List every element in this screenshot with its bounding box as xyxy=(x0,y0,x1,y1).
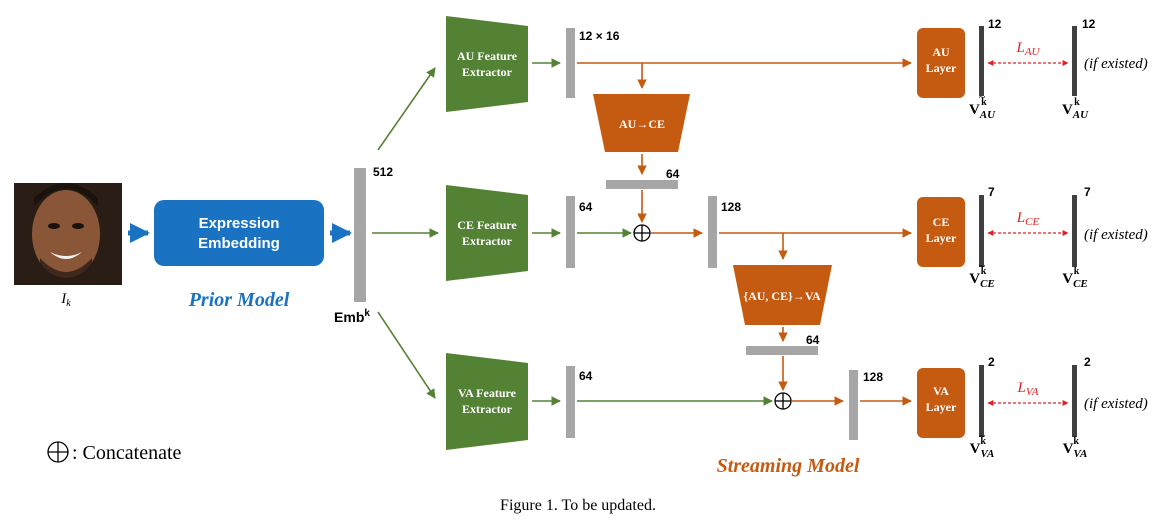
au-ground-truth-label: VAUk xyxy=(1062,97,1089,121)
ce-extractor-label-2: Extractor xyxy=(462,234,513,248)
ce-tilde: ~ xyxy=(979,259,986,273)
va-concat-vector xyxy=(849,370,858,440)
ce-layer xyxy=(917,197,965,267)
au-ground-truth-dim: 12 xyxy=(1082,17,1096,31)
auce-va-mapper xyxy=(733,265,832,325)
auce-va-mapped-vector xyxy=(746,346,818,355)
input-face-image xyxy=(14,183,122,285)
au-if-existed-note: (if existed) xyxy=(1084,56,1148,72)
au-feature-extractor xyxy=(446,16,528,112)
va-loss-label: LVA xyxy=(1017,380,1039,398)
ce-concat-dim: 128 xyxy=(721,200,741,214)
ce-extractor-label-1: CE Feature xyxy=(457,218,517,232)
au-prediction-dim: 12 xyxy=(988,17,1002,31)
emb-to-au-arrow xyxy=(377,67,436,151)
au-layer xyxy=(917,28,965,98)
ce-ground-truth-dim: 7 xyxy=(1084,185,1091,199)
ce-layer-label-2: Layer xyxy=(926,231,957,245)
va-prediction-vector xyxy=(979,365,984,437)
au-ce-mapped-vector xyxy=(606,180,678,189)
va-feature-dim: 64 xyxy=(579,369,593,383)
ce-layer-label-1: CE xyxy=(933,215,950,229)
au-layer-label-1: AU xyxy=(932,45,950,59)
va-layer xyxy=(917,368,965,438)
va-feature-extractor xyxy=(446,353,528,450)
va-ground-truth-label: VVAk xyxy=(1063,436,1088,460)
va-extractor-label-1: VA Feature xyxy=(458,386,517,400)
au-ground-truth-vector xyxy=(1072,26,1077,96)
ce-prediction-vector xyxy=(979,195,984,267)
va-ground-truth-vector xyxy=(1072,365,1077,437)
concat-legend: : Concatenate xyxy=(47,441,182,464)
ce-feature-extractor xyxy=(446,185,528,281)
au-prediction-label: VAUk xyxy=(969,97,996,121)
concat-legend-text: : Concatenate xyxy=(72,442,182,464)
concat-legend-icon xyxy=(47,441,69,463)
va-layer-label-1: VA xyxy=(933,384,949,398)
ce-prediction-label: VCEk xyxy=(969,266,995,290)
embedding-vector xyxy=(354,168,366,302)
va-prediction-dim: 2 xyxy=(988,355,995,369)
va-tilde: ~ xyxy=(979,429,986,443)
embedding-label: Embk xyxy=(334,308,370,325)
auce-va-mapped-dim: 64 xyxy=(806,333,820,347)
ce-prediction-dim: 7 xyxy=(988,185,995,199)
au-tilde: ~ xyxy=(979,90,986,104)
au-extractor-label-1: AU Feature xyxy=(457,49,518,63)
va-concat-dim: 128 xyxy=(863,370,883,384)
ce-loss-label: LCE xyxy=(1016,210,1040,228)
ce-concat-icon xyxy=(633,224,651,242)
ce-ground-truth-label: VCEk xyxy=(1062,266,1088,290)
expression-embedding-block xyxy=(154,200,324,266)
au-prediction-vector xyxy=(979,26,984,96)
au-feature-dim: 12 × 16 xyxy=(579,29,620,43)
ce-feature-dim: 64 xyxy=(579,200,593,214)
va-concat-icon xyxy=(774,392,792,410)
va-if-existed-note: (if existed) xyxy=(1084,396,1148,412)
au-ce-mapper-label: AU→CE xyxy=(619,117,665,131)
emb-to-va-arrow xyxy=(377,311,436,399)
va-layer-label-2: Layer xyxy=(926,400,957,414)
va-feature-vector xyxy=(566,366,575,438)
au-ce-mapped-dim: 64 xyxy=(666,167,680,181)
ce-feature-vector xyxy=(566,196,575,268)
au-feature-vector xyxy=(566,28,575,98)
embedding-label-line2: Embedding xyxy=(198,235,280,252)
embedding-label-line1: Expression xyxy=(199,215,280,232)
prior-model-title: Prior Model xyxy=(188,289,290,311)
au-loss-label: LAU xyxy=(1015,40,1040,58)
au-extractor-label-2: Extractor xyxy=(462,65,513,79)
au-layer-label-2: Layer xyxy=(926,61,957,75)
figure-caption: Figure 1. To be updated. xyxy=(500,497,656,514)
au-ce-mapper xyxy=(593,94,690,152)
embedding-dim: 512 xyxy=(373,165,393,179)
va-ground-truth-dim: 2 xyxy=(1084,355,1091,369)
ce-concat-vector xyxy=(708,196,717,268)
ce-ground-truth-vector xyxy=(1072,195,1077,267)
input-label: Ik xyxy=(60,291,71,309)
va-extractor-label-2: Extractor xyxy=(462,402,513,416)
auce-va-mapper-label: {AU, CE}→VA xyxy=(743,289,821,303)
streaming-model-title: Streaming Model xyxy=(717,455,860,477)
va-prediction-label: VVAk xyxy=(970,436,995,460)
ce-if-existed-note: (if existed) xyxy=(1084,227,1148,243)
